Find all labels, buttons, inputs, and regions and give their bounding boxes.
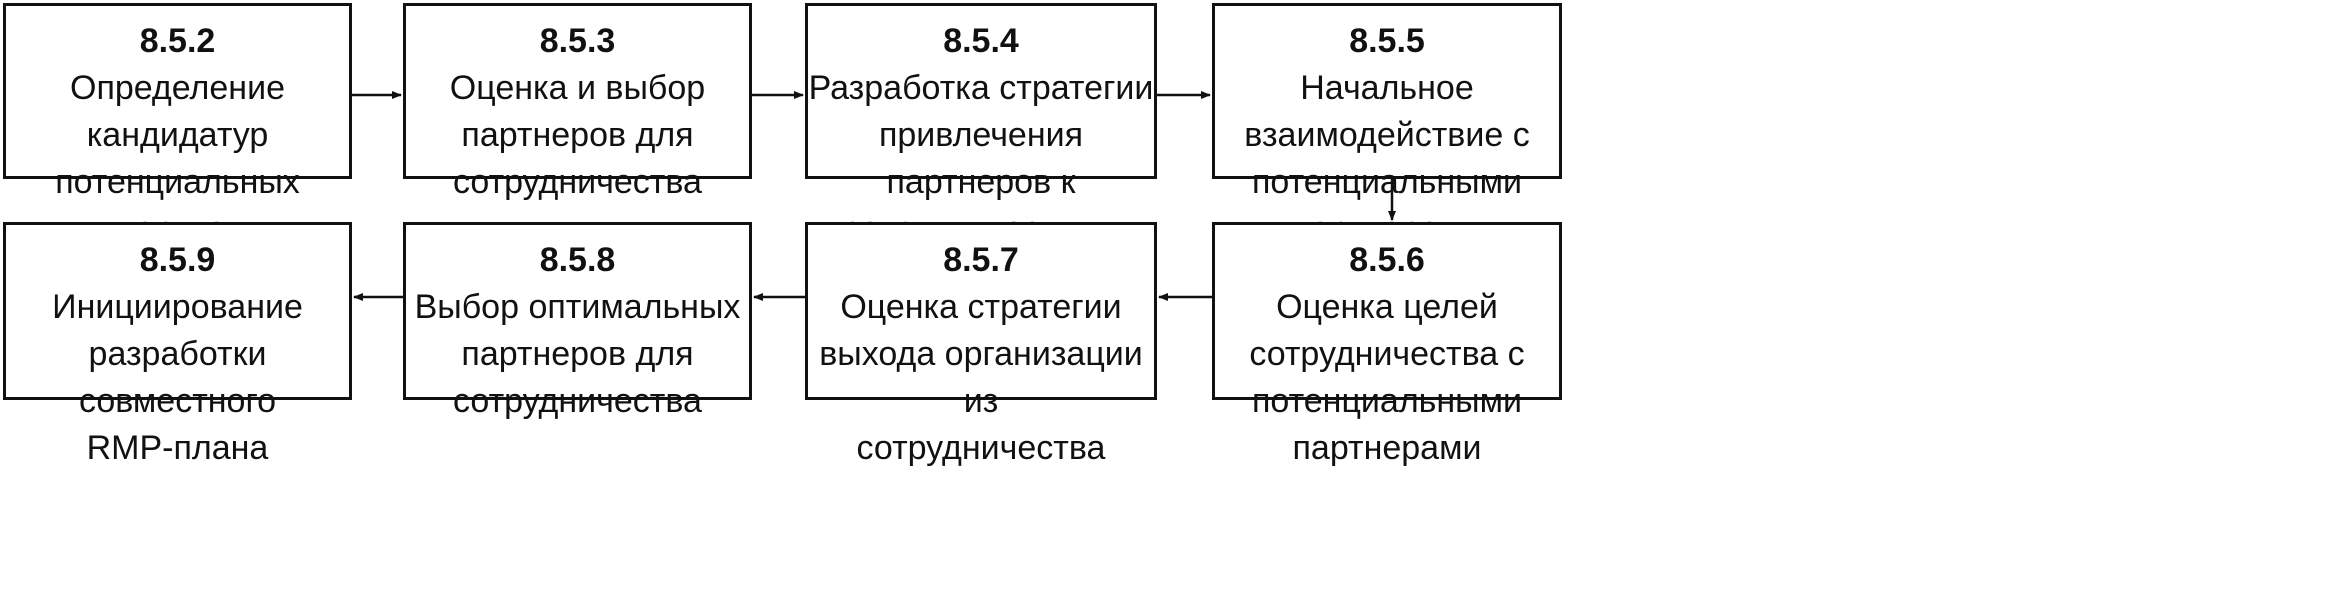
step-number: 8.5.2 — [139, 22, 216, 60]
step-title: Инициирование разработки совместного RMP… — [52, 288, 303, 467]
step-box-8-5-6: 8.5.6 Оценка целей сотрудничества с поте… — [1212, 222, 1562, 467]
step-title: Оценка и выбор партнеров для сотрудничес… — [449, 69, 706, 201]
step-number: 8.5.5 — [1349, 22, 1425, 60]
step-number: 8.5.8 — [539, 241, 616, 279]
step-title: Оценка целей сотрудничества с потенциаль… — [1249, 288, 1525, 467]
step-box-8-5-9: 8.5.9 Инициирование разработки совместно… — [3, 222, 352, 467]
step-box-8-5-8: 8.5.8 Выбор оптимальных партнеров для со… — [403, 222, 752, 420]
step-title: Выбор оптимальных партнеров для сотрудни… — [414, 288, 741, 420]
step-box-8-5-3: 8.5.3 Оценка и выбор партнеров для сотру… — [403, 3, 752, 201]
step-box-8-5-7: 8.5.7 Оценка стратегии выхода организаци… — [805, 222, 1157, 467]
step-number: 8.5.7 — [943, 241, 1019, 279]
step-number: 8.5.9 — [139, 241, 216, 279]
step-number: 8.5.6 — [1349, 241, 1425, 279]
step-title: Оценка стратегии выхода организации из с… — [819, 288, 1143, 467]
step-number: 8.5.3 — [539, 22, 616, 60]
step-number: 8.5.4 — [943, 22, 1019, 60]
